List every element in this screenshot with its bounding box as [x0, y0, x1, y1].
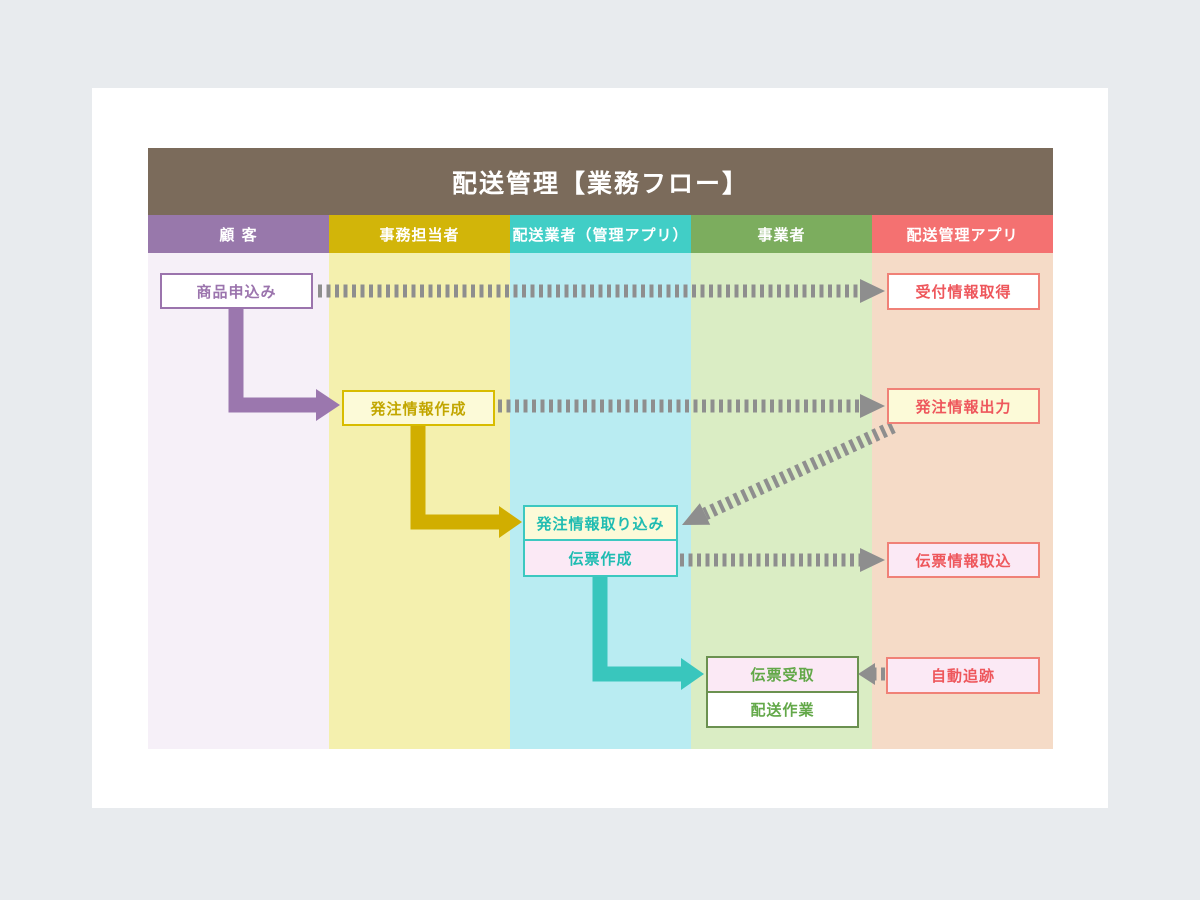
- node-delivery-work: 配送作業: [706, 691, 859, 728]
- node-order-info-output: 発注情報出力: [887, 388, 1040, 424]
- lane-stripe-office-staff: [329, 253, 510, 749]
- lane-stripe-delivery-company: [510, 253, 691, 749]
- lanes-body: 商品申込み 受付情報取得 発注情報作成 発注情報出力 発注情報取り込み 伝票作成…: [148, 253, 1053, 749]
- lane-header-delivery-app: 配送管理アプリ: [872, 215, 1053, 253]
- lane-header-label: 配送業者（管理アプリ）: [512, 225, 689, 244]
- lane-header-delivery-company: 配送業者（管理アプリ）: [510, 215, 691, 253]
- lane-header-business-operator: 事業者: [691, 215, 872, 253]
- lane-header-label: 配送管理アプリ: [906, 225, 1019, 244]
- lane-header-row: 顧 客 事務担当者 配送業者（管理アプリ） 事業者 配送管理アプリ: [148, 215, 1053, 253]
- lane-header-office-staff: 事務担当者: [329, 215, 510, 253]
- diagram-title: 配送管理【業務フロー】: [451, 168, 749, 198]
- node-slip-receive: 伝票受取: [706, 656, 859, 693]
- lane-header-customer: 顧 客: [148, 215, 329, 253]
- node-order-info-import: 発注情報取り込み: [523, 505, 678, 541]
- slide-card: 配送管理【業務フロー】 顧 客 事務担当者 配送業者（管理アプリ） 事業者 配送…: [92, 88, 1108, 808]
- node-reception-info-acquire: 受付情報取得: [887, 273, 1040, 310]
- node-order-application: 商品申込み: [160, 273, 313, 309]
- diagram-title-bar: 配送管理【業務フロー】: [148, 148, 1053, 215]
- lane-header-label: 顧 客: [219, 225, 258, 244]
- node-auto-tracking: 自動追跡: [886, 657, 1040, 694]
- lane-stripe-customer: [148, 253, 329, 749]
- node-slip-create: 伝票作成: [523, 539, 678, 577]
- lane-header-label: 事業者: [757, 225, 806, 244]
- lane-header-label: 事務担当者: [379, 225, 460, 244]
- node-slip-info-import: 伝票情報取込: [887, 542, 1040, 578]
- node-order-info-create: 発注情報作成: [342, 390, 495, 426]
- flow-diagram: 配送管理【業務フロー】 顧 客 事務担当者 配送業者（管理アプリ） 事業者 配送…: [148, 148, 1053, 749]
